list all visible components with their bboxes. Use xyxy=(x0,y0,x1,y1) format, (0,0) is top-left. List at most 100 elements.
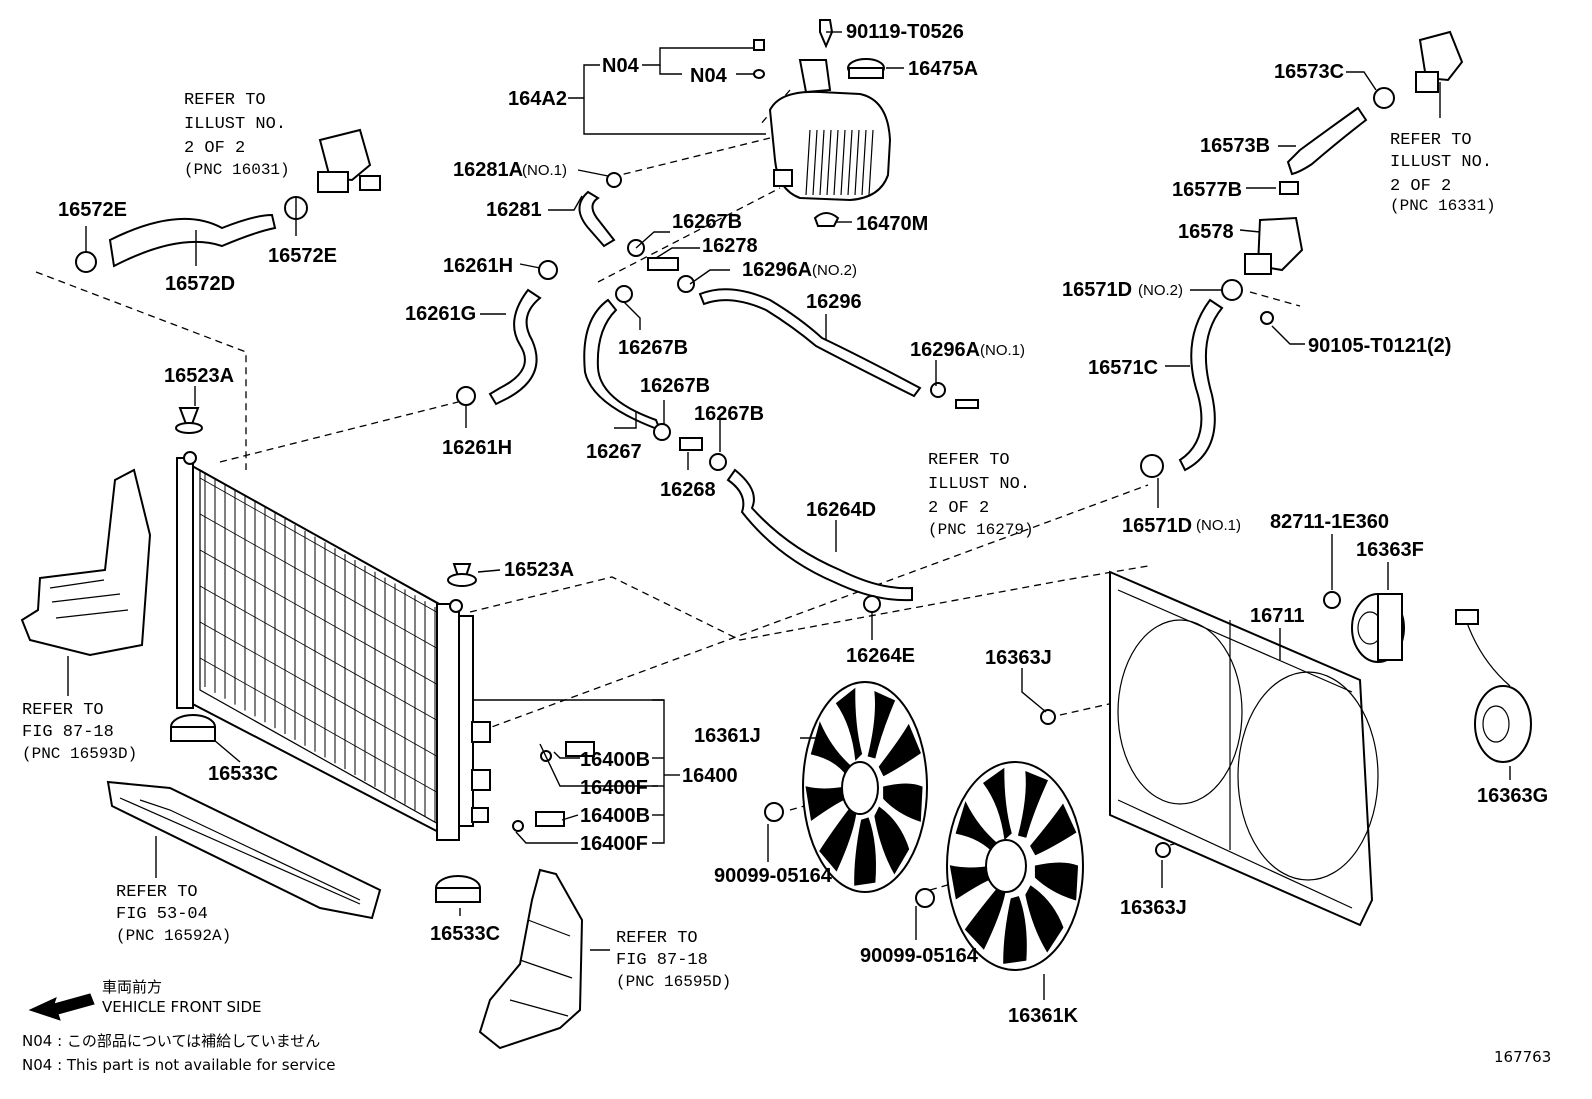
fan-shroud xyxy=(1109,570,1379,927)
ref-line: 2 OF 2 xyxy=(1390,177,1451,196)
fan-blade xyxy=(1030,803,1077,856)
fan-blade xyxy=(964,886,1006,950)
label-n04-b: N04 xyxy=(690,65,728,87)
label-16296: 16296 xyxy=(806,291,862,313)
ref-line: REFER TO xyxy=(1390,131,1472,150)
radiator-tube xyxy=(199,621,441,759)
label-16281a-note: (NO.1) xyxy=(522,162,567,179)
fan-blades xyxy=(949,767,1079,964)
label-16533c-2: 16533C xyxy=(430,923,500,945)
radiator-tube xyxy=(199,585,441,723)
tank-grille xyxy=(805,129,874,196)
label-16400b-1: 16400B xyxy=(580,749,650,771)
label-16572e-1: 16572E xyxy=(58,199,127,221)
fan-blades xyxy=(805,687,923,886)
label-16261h-1: 16261H xyxy=(443,255,513,277)
label-16571d-no1-note: (NO.1) xyxy=(1196,517,1241,534)
label-16264d: 16264D xyxy=(806,499,876,521)
fan-motors xyxy=(1351,593,1532,763)
label-16400f-1: 16400F xyxy=(580,777,648,799)
label-16400b-2: 16400B xyxy=(580,805,650,827)
fan-blade xyxy=(878,723,921,777)
ref-pnc16331: REFER TO ILLUST NO. 2 OF 2 (PNC 16331) xyxy=(1390,131,1496,215)
ref-line: (PNC 16331) xyxy=(1390,197,1496,215)
fan-blade xyxy=(835,687,863,761)
fan-blade xyxy=(1025,885,1064,953)
label-16571c: 16571C xyxy=(1088,357,1158,379)
clamps xyxy=(75,87,1395,908)
legend-direction-en: VEHICLE FRONT SIDE xyxy=(102,998,262,1016)
label-16281a: 16281A xyxy=(453,159,523,181)
fan-blade xyxy=(955,801,999,857)
label-16363j-2: 16363J xyxy=(1120,897,1187,919)
label-90099-05164-2: 90099-05164 xyxy=(860,945,979,967)
legend-direction-jp: 車両前方 xyxy=(102,978,162,996)
ref-line: REFER TO xyxy=(928,451,1010,470)
ref-pnc16593d: REFER TO FIG 87-18 (PNC 16593D) xyxy=(22,701,137,763)
label-16296a-no2: 16296A xyxy=(742,259,812,281)
ref-pnc16031: REFER TO ILLUST NO. 2 OF 2 (PNC 16031) xyxy=(184,91,290,179)
ref-line: REFER TO xyxy=(116,883,198,902)
label-16573b: 16573B xyxy=(1200,135,1270,157)
fan-blade xyxy=(1017,771,1049,838)
tank-rib xyxy=(840,129,846,196)
fan-blade xyxy=(1034,862,1079,901)
radiator-tube xyxy=(199,477,441,615)
label-16577b: 16577B xyxy=(1172,179,1242,201)
fan-blade xyxy=(867,691,896,759)
ref-line: FIG 87-18 xyxy=(616,951,708,970)
label-16573c: 16573C xyxy=(1274,61,1344,83)
label-16361j: 16361J xyxy=(694,725,761,747)
ref-line: FIG 87-18 xyxy=(22,723,114,742)
label-16400f-2: 16400F xyxy=(580,833,648,855)
ref-line: FIG 53-04 xyxy=(116,905,208,924)
radiator-fins xyxy=(199,472,441,822)
diagram-id: 167763 xyxy=(1494,1048,1551,1066)
radiator-tube xyxy=(199,657,441,795)
label-16261g: 16261G xyxy=(405,303,476,325)
fan-blade xyxy=(874,806,910,875)
label-16296a-no1-note: (NO.1) xyxy=(980,342,1025,359)
label-16264e: 16264E xyxy=(846,645,915,667)
label-90105-t0121: 90105-T0121(2) xyxy=(1308,335,1451,357)
fan-blade xyxy=(983,767,1012,840)
fan-16361j xyxy=(802,681,928,893)
ref-line: (PNC 16595D) xyxy=(616,973,731,991)
legend-n04-en: N04 : This part is not available for ser… xyxy=(22,1056,336,1074)
ref-line: ILLUST NO. xyxy=(928,475,1030,494)
label-16267: 16267 xyxy=(586,441,642,463)
fan-16361k xyxy=(946,761,1084,971)
label-16363j-1: 16363J xyxy=(985,647,1052,669)
ref-pnc16592a: REFER TO FIG 53-04 (PNC 16592A) xyxy=(116,883,231,945)
ref-line: 2 OF 2 xyxy=(928,499,989,518)
ref-line: REFER TO xyxy=(616,929,698,948)
label-16296a-no2-note: (NO.2) xyxy=(812,262,857,279)
ref-line: REFER TO xyxy=(184,91,266,110)
radiator-tube xyxy=(199,513,441,651)
legend-n04-jp: N04 : この部品については補給していません xyxy=(22,1032,320,1050)
ref-line: (PNC 16593D) xyxy=(22,745,137,763)
ref-line: (PNC 16031) xyxy=(184,161,290,179)
label-16267b-1: 16267B xyxy=(672,211,742,233)
fan-blade xyxy=(883,783,923,822)
label-16361k: 16361K xyxy=(1008,1005,1079,1027)
label-16267b-3: 16267B xyxy=(640,375,710,397)
label-90099-05164-1: 90099-05164 xyxy=(714,865,833,887)
label-16475a: 16475A xyxy=(908,58,978,80)
ref-pnc16595d: REFER TO FIG 87-18 (PNC 16595D) xyxy=(616,929,731,991)
label-16533c-1: 16533C xyxy=(208,763,278,785)
fan-blade xyxy=(854,817,876,886)
label-82711-1e360: 82711-1E360 xyxy=(1270,511,1389,533)
label-16571d-no2: 16571D xyxy=(1062,279,1132,301)
tank-rib xyxy=(812,129,818,196)
label-16571d-no2-note: (NO.2) xyxy=(1138,282,1183,299)
fan-blade xyxy=(805,786,849,821)
label-16578: 16578 xyxy=(1178,221,1234,243)
label-16268: 16268 xyxy=(660,479,716,501)
tank-rib xyxy=(868,129,874,196)
tank-rib xyxy=(861,129,867,196)
label-16281: 16281 xyxy=(486,199,542,221)
label-16711: 16711 xyxy=(1250,605,1305,627)
label-16523a-1: 16523A xyxy=(164,365,234,387)
